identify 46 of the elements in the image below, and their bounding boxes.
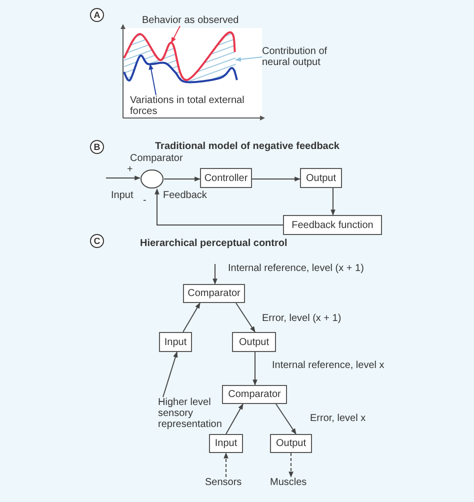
arrow	[226, 403, 244, 434]
process-box: Input	[159, 332, 192, 352]
process-box: Comparator	[183, 284, 245, 303]
panel-title: Hierarchical perceptual control	[140, 238, 288, 249]
input-arrow	[106, 176, 141, 180]
process-box: Output	[270, 434, 312, 453]
leader-arrow	[148, 64, 156, 96]
arrow	[224, 452, 228, 478]
edge-label: Error, level (x + 1)	[262, 313, 342, 324]
arrow	[154, 188, 284, 226]
panel-title: Traditional model of negative feedback	[155, 141, 340, 152]
arrow	[164, 176, 201, 182]
edge-label: Internal reference, level x	[272, 360, 384, 371]
annotation-text: Behavior as observed	[142, 15, 239, 26]
panel-letter: B	[90, 140, 104, 154]
arrow	[182, 302, 200, 332]
annotation-text: Contribution of neural output	[262, 46, 342, 68]
edge-label: Input	[111, 190, 134, 201]
process-box: Output	[232, 332, 276, 352]
arrow	[330, 188, 336, 216]
input-arrow	[212, 264, 218, 285]
annotation-text: Muscles	[270, 477, 307, 488]
arrow	[276, 404, 296, 434]
process-box: Input	[209, 434, 243, 453]
leader-arrow	[234, 56, 262, 62]
panel-letter: C	[90, 234, 104, 248]
edge-label: Internal reference, level (x + 1)	[228, 263, 364, 274]
process-box: Output	[300, 168, 342, 188]
force-curve	[123, 54, 238, 84]
annotation-text: Sensors	[205, 477, 242, 488]
process-box: Feedback function	[283, 215, 382, 235]
edge-label: Feedback	[163, 190, 207, 201]
arrow	[236, 302, 256, 332]
comparator-label: Comparator	[130, 153, 183, 164]
arrow	[288, 452, 294, 478]
process-box: Comparator	[222, 385, 287, 404]
process-box: Controller	[200, 168, 252, 188]
panel-letter: A	[90, 8, 104, 22]
arrow	[252, 176, 301, 182]
leader-arrow	[170, 26, 180, 44]
sign-label: +	[127, 164, 133, 175]
annotation-text: Variations in total external forces	[130, 95, 255, 117]
arrow	[252, 352, 258, 386]
arrow	[162, 351, 178, 398]
edge-label: Error, level x	[310, 413, 366, 424]
sign-label: -	[143, 195, 146, 206]
